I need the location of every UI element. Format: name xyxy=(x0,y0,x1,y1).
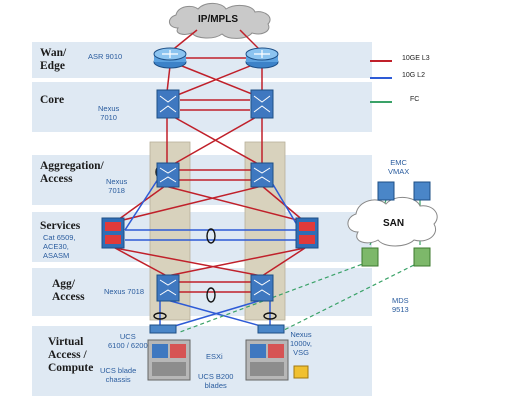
san-cloud-label: SAN xyxy=(383,218,405,229)
device-label-ucs-chassis: UCS blade chassis xyxy=(100,366,137,384)
router-icon-right xyxy=(245,47,279,69)
blade-chassis-icon-right xyxy=(245,339,289,381)
legend-line-fc xyxy=(370,101,392,103)
ipmpls-cloud-icon xyxy=(169,2,271,39)
device-label-ucs-b200: UCS B200 blades xyxy=(198,372,234,390)
vsg-firewall-icon xyxy=(293,365,309,379)
mds-switch-icon-left xyxy=(361,247,379,267)
virtual-compute-band xyxy=(32,326,372,396)
legend-label-l3: 10GE L3 xyxy=(402,55,430,62)
wan-edge-band xyxy=(32,42,372,78)
services-chassis-icon-right xyxy=(295,217,319,249)
fabric-interconnect-icon-left xyxy=(149,324,177,334)
agg-switch-icon-right xyxy=(250,162,274,188)
router-icon-left xyxy=(153,47,187,69)
legend-label-fc: FC xyxy=(410,96,420,103)
tier-label-core: Core xyxy=(40,94,65,106)
vmax-storage-icon-left xyxy=(377,181,395,201)
device-label-nexus1000v: Nexus 1000v, VSG xyxy=(290,330,312,357)
legend-line-l2 xyxy=(370,77,392,79)
device-label-nexus7018-agg: Nexus 7018 xyxy=(106,177,128,195)
core-switch-icon-right xyxy=(250,89,274,119)
device-label-emc-vmax: EMC VMAX xyxy=(388,158,410,176)
core-band xyxy=(32,82,372,132)
services-chassis-icon-left xyxy=(101,217,125,249)
access-switch-icon-left xyxy=(156,274,180,302)
agg-switch-icon-left xyxy=(156,162,180,188)
blade-chassis-icon-left xyxy=(147,339,191,381)
tier-label-services: Services xyxy=(40,220,81,232)
tier-label-virtual-compute: Virtual Access / Compute xyxy=(48,336,94,374)
mds-switch-icon-right xyxy=(413,247,431,267)
vmax-storage-icon-right xyxy=(413,181,431,201)
device-label-asr9010: ASR 9010 xyxy=(88,52,123,61)
tier-label-wan-edge: Wan/ Edge xyxy=(40,47,67,72)
device-label-nexus7010: Nexus 7010 xyxy=(98,104,120,122)
tier-label-agg-access: Agg/ Access xyxy=(52,278,85,303)
device-label-mds9513: MDS 9513 xyxy=(392,296,409,314)
access-switch-icon-right xyxy=(250,274,274,302)
l2-links xyxy=(124,175,301,329)
san-cloud-icon xyxy=(347,197,438,247)
legend-label-l2: 10G L2 xyxy=(402,72,425,79)
device-label-services: Cat 6509, ACE30, ASASM xyxy=(43,233,76,260)
fc-links xyxy=(179,261,421,333)
legend-line-l3 xyxy=(370,60,392,62)
l3-links xyxy=(114,29,306,293)
core-switch-icon-left xyxy=(156,89,180,119)
device-label-esxi: ESXi xyxy=(206,352,223,361)
ipmpls-cloud-label: IP/MPLS xyxy=(198,14,239,25)
device-label-ucs-fi: UCS 6100 / 6200 xyxy=(108,332,148,350)
device-label-nexus7018-access: Nexus 7018 xyxy=(104,287,145,296)
fabric-interconnect-icon-right xyxy=(257,324,285,334)
tier-label-aggregation: Aggregation/ Access xyxy=(40,160,104,185)
